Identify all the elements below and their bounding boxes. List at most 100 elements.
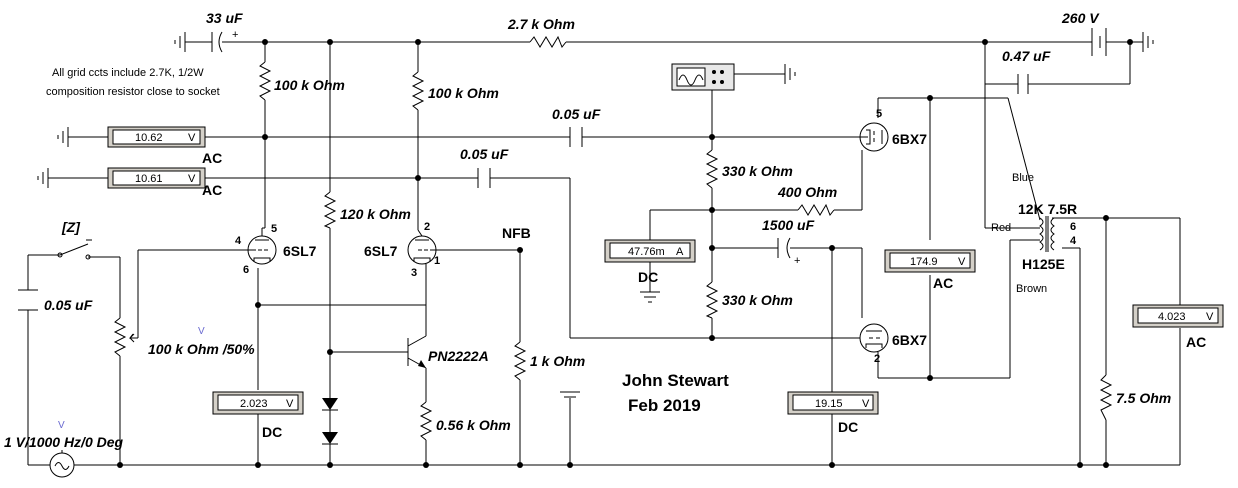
pin-2b: 2 (424, 221, 430, 233)
emitter-arrow (418, 360, 426, 368)
meter-4 (884, 249, 976, 273)
meter-3-mode: DC (638, 269, 658, 285)
cap-plus-2: + (794, 255, 800, 267)
label-005-b: 0.05 uF (460, 146, 509, 162)
capacitor-33uf[interactable] (211, 31, 235, 53)
tube-6bx7-b (859, 323, 889, 358)
label-100k-a: 100 k Ohm (274, 77, 345, 93)
ac-source-icon[interactable] (49, 452, 75, 478)
author-name: John Stewart (622, 371, 729, 390)
label-005-c: 0.05 uF (44, 297, 93, 313)
label-transistor: PN2222A (428, 348, 489, 364)
resistor-100k-b (411, 71, 425, 111)
capacitor-005-b[interactable] (477, 168, 491, 188)
resistor-056k (419, 401, 433, 441)
label-005-a: 0.05 uF (552, 106, 601, 122)
label-source: 1 V/1000 Hz/0 Deg (4, 434, 124, 450)
junctions (117, 39, 1133, 468)
label-wire-brown: Brown (1016, 283, 1047, 295)
label-056k: 0.56 k Ohm (436, 417, 511, 433)
meter-3-unit: A (676, 246, 684, 258)
transformer-h125e (1039, 216, 1055, 252)
label-6bx7-b: 6BX7 (892, 332, 927, 348)
label-260v: 260 V (1061, 10, 1100, 26)
author-date: Feb 2019 (628, 396, 701, 415)
pin-5a: 5 (271, 223, 277, 235)
wires (27, 41, 1181, 466)
resistor-400 (797, 203, 835, 216)
pin-3b: 3 (411, 267, 417, 279)
resistor-75 (1099, 374, 1113, 421)
label-400: 400 Ohm (777, 184, 837, 200)
meter-7-mode: DC (838, 419, 858, 435)
label-1500uf: 1500 uF (762, 217, 815, 233)
meter-4-unit: V (958, 256, 966, 268)
meter-7 (787, 391, 879, 415)
oscilloscope-icon[interactable] (671, 63, 735, 91)
tube-6sl7-b (407, 229, 437, 270)
meter-2-unit: V (188, 173, 196, 185)
capacitor-047uf[interactable] (1017, 74, 1029, 94)
label-33uf: 33 uF (206, 10, 243, 26)
note-line-1: All grid ccts include 2.7K, 1/2W (52, 67, 204, 79)
potentiometer (113, 317, 127, 357)
pin-x4: 4 (1070, 235, 1077, 247)
pin-2d: 2 (874, 353, 880, 365)
tube-6bx7-a (859, 122, 889, 160)
resistor-1k (513, 341, 527, 381)
capacitor-005-a[interactable] (569, 127, 583, 147)
meter-2-mode: AC (202, 182, 222, 198)
v-mark-2: V (58, 420, 65, 431)
cap-plus: + (232, 29, 238, 41)
meter-6 (212, 391, 304, 415)
resistor-330k-b (705, 281, 719, 319)
capacitor-005-c[interactable] (18, 289, 38, 311)
capacitor-1500uf[interactable] (777, 237, 791, 259)
label-xfmr-ratio: 12K 7.5R (1018, 201, 1077, 217)
ground-symbols (37, 32, 1154, 398)
label-1k: 1 k Ohm (530, 353, 585, 369)
diode-1 (322, 398, 338, 411)
label-330k-a: 330 k Ohm (722, 163, 793, 179)
pin-x6: 6 (1070, 221, 1076, 233)
resistor-330k-a (705, 149, 719, 189)
meter-3 (604, 239, 696, 263)
meter-5-value: 4.023 (1158, 311, 1186, 323)
label-pot: 100 k Ohm /50% (148, 341, 255, 357)
v-mark-1: V (198, 326, 205, 337)
note-line-2: composition resistor close to socket (46, 86, 220, 98)
label-047uf: 0.47 uF (1002, 48, 1051, 64)
resistor-2k7 (529, 35, 567, 48)
label-6sl7-b: 6SL7 (364, 243, 398, 259)
label-transformer: H125E (1022, 256, 1065, 272)
meter-4-value: 174.9 (910, 256, 938, 268)
pin-4a: 4 (235, 235, 242, 247)
meter-5 (1132, 304, 1224, 328)
battery-260v[interactable] (1091, 28, 1107, 56)
meter-1-unit: V (188, 132, 196, 144)
label-wire-red: Red (991, 222, 1011, 234)
meter-1 (107, 126, 206, 148)
label-6sl7-a: 6SL7 (283, 243, 317, 259)
meter-1-mode: AC (202, 150, 222, 166)
meter-6-unit: V (286, 398, 294, 410)
label-2k7: 2.7 k Ohm (507, 16, 575, 32)
meter-4-mode: AC (933, 275, 953, 291)
switch-z[interactable] (57, 239, 92, 260)
label-100k-b: 100 k Ohm (428, 85, 499, 101)
meter-1-value: 10.62 (135, 132, 163, 144)
resistors (113, 35, 1113, 441)
resistor-120k (323, 191, 337, 229)
meter-5-mode: AC (1186, 334, 1206, 350)
label-6bx7-a: 6BX7 (892, 131, 927, 147)
transistor-pn2222a (407, 335, 427, 369)
diode-2 (322, 432, 338, 445)
label-120k: 120 k Ohm (340, 206, 411, 222)
label-75: 7.5 Ohm (1116, 390, 1171, 406)
meter-7-value: 19.15 (815, 398, 843, 410)
meter-5-unit: V (1206, 311, 1214, 323)
meter-6-value: 2.023 (240, 398, 268, 410)
resistor-100k-a (258, 61, 272, 101)
